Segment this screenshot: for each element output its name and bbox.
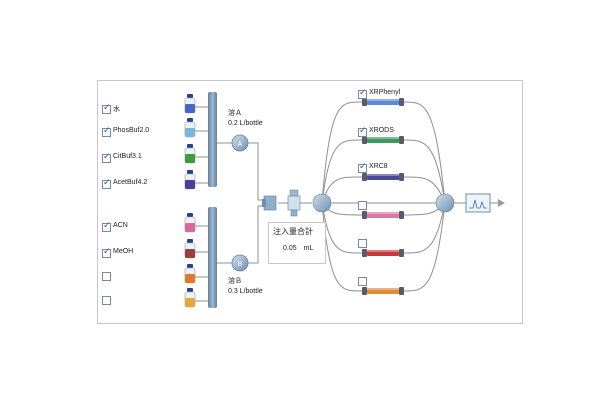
injector-icon bbox=[287, 189, 301, 217]
pump-b-icon: B bbox=[231, 254, 249, 272]
solvent-b-checkbox-3[interactable] bbox=[102, 272, 111, 281]
solvent-b-checkbox-2[interactable] bbox=[102, 247, 111, 258]
manifold-a bbox=[208, 92, 217, 187]
column-checkbox-5[interactable] bbox=[358, 239, 367, 248]
svg-text:A: A bbox=[238, 141, 243, 148]
column-inlet-valve bbox=[312, 193, 332, 213]
column-icon-6 bbox=[362, 287, 404, 295]
column-checkbox-3[interactable] bbox=[358, 162, 367, 173]
solvent-b-bottle-icon-1 bbox=[184, 213, 196, 233]
solvent-b-checkbox-1[interactable] bbox=[102, 221, 111, 232]
solvent-a-checkbox-1[interactable] bbox=[102, 103, 111, 114]
solvent-a-label-2: PhosBuf2.0 bbox=[113, 127, 150, 134]
solvent-a-checkbox-2[interactable] bbox=[102, 126, 111, 137]
column-icon-2 bbox=[362, 136, 404, 144]
solvent-a-bottle-icon-4 bbox=[184, 170, 196, 190]
solvent-a-label-4: AcetBuf4.2 bbox=[113, 179, 148, 186]
mixer-icon bbox=[262, 195, 277, 211]
solvent-b-bottle-icon-2 bbox=[184, 239, 196, 259]
pump-b-flow: 0.3 L/bottle bbox=[228, 288, 263, 295]
manifold-b bbox=[208, 207, 217, 308]
columns-group bbox=[362, 98, 404, 295]
pump-a-icon: A bbox=[231, 134, 249, 152]
solvent-a-label-3: CitBuf3.1 bbox=[113, 153, 142, 160]
solvent-a-checkbox-4[interactable] bbox=[102, 178, 111, 189]
column-icon-5 bbox=[362, 249, 404, 257]
pump-a-name: 溶Ａ bbox=[228, 110, 242, 117]
solvent-a-bottle-icon-2 bbox=[184, 118, 196, 138]
solvent-b-bottle-icon-3 bbox=[184, 264, 196, 284]
solvent-a-bottle-icon-1 bbox=[184, 94, 196, 114]
solvent-b-label-1: ACN bbox=[113, 222, 128, 229]
column-icon-4 bbox=[362, 211, 404, 219]
solvent-b-checkbox-4[interactable] bbox=[102, 296, 111, 305]
output-arrow-icon bbox=[498, 199, 505, 207]
injection-volume-value[interactable]: 0.05 mL bbox=[283, 245, 314, 252]
column-icon-1 bbox=[362, 98, 404, 106]
pump-b-name: 溶Ｂ bbox=[228, 278, 242, 285]
solvent-a-bottle-icon-3 bbox=[184, 144, 196, 164]
column-checkbox-1[interactable] bbox=[358, 88, 367, 99]
column-checkbox-6[interactable] bbox=[358, 277, 367, 286]
column-checkbox-2[interactable] bbox=[358, 126, 367, 137]
solvent-bottles bbox=[184, 94, 196, 308]
detector-icon bbox=[465, 193, 491, 213]
column-outlet-valve bbox=[435, 193, 455, 213]
column-label-2: XRODS bbox=[369, 127, 394, 134]
column-icon-3 bbox=[362, 173, 404, 181]
column-label-3: XRC8 bbox=[369, 163, 388, 170]
injection-volume-title: 注入量合計 bbox=[273, 227, 313, 236]
solvent-b-bottle-icon-4 bbox=[184, 288, 196, 308]
solvent-a-label-1: 水 bbox=[113, 106, 120, 113]
injection-volume-box bbox=[268, 222, 326, 264]
pump-a-flow: 0.2 L/bottle bbox=[228, 120, 263, 127]
solvent-a-checkbox-3[interactable] bbox=[102, 152, 111, 163]
svg-text:B: B bbox=[238, 261, 243, 268]
column-checkbox-4[interactable] bbox=[358, 201, 367, 210]
column-label-1: XRPhenyl bbox=[369, 89, 401, 96]
solvent-b-label-2: MeOH bbox=[113, 248, 134, 255]
